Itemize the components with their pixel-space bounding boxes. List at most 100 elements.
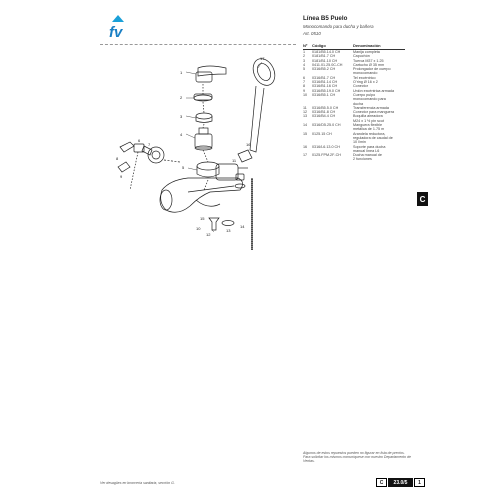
row-code: 0316/B5.2 CH xyxy=(312,67,336,72)
fv-logo: fv xyxy=(109,15,124,40)
row-name: Arandela reductora, reguladora de caudal… xyxy=(353,131,393,145)
col-number: Nº xyxy=(303,43,308,48)
page-number-box: C 23.0/5 1 xyxy=(376,478,425,487)
row-name: Tel excéntrico xyxy=(353,75,376,80)
row-number: 3 xyxy=(303,58,306,63)
row-name: Boquilla aireadora M24 x 1 ½ pin scut xyxy=(353,114,384,123)
row-code: 0181/B1.10 CH xyxy=(312,58,338,63)
table-row: 17 0125.FPM.2F-CH Ducha manual de 2 funcio… xyxy=(303,153,405,162)
page-subtitle: Monocomando para ducha y bañera xyxy=(303,24,374,29)
row-number: 10 xyxy=(303,92,308,97)
row-code: 0316/B5.1 CH xyxy=(312,92,336,97)
table-row: 3 0181/B1.10 CH Tuerca M37 x 1.25 xyxy=(303,59,405,63)
row-code: 0316/B1.16 CH xyxy=(312,84,338,89)
part-hose-connector xyxy=(208,217,220,231)
callout-2: 2 xyxy=(180,95,183,100)
row-number: 5 xyxy=(303,67,306,72)
page-title: Línea B5 Puelo xyxy=(303,15,348,22)
row-code: 0316/B5.5.0 CH xyxy=(312,105,339,110)
row-number: 14 xyxy=(303,123,308,128)
row-name: Transferencia armada xyxy=(353,105,389,110)
row-name: Prolongador de cuerpo monocomando xyxy=(353,67,391,76)
row-name: O’ring Ø 16 x 2 xyxy=(353,80,378,85)
callout-8: 8 xyxy=(116,156,119,161)
col-name: Denominación xyxy=(353,43,381,48)
part-diverter xyxy=(215,163,248,181)
row-name: Manguera flexible metálica de 1.75 m xyxy=(353,123,385,132)
row-code: 0316/B4.4 CH xyxy=(312,114,336,119)
part-holder xyxy=(234,149,253,189)
row-number: 6 xyxy=(303,75,306,80)
callout-7: 7 xyxy=(148,142,151,147)
callout-5: 5 xyxy=(182,165,185,170)
page-letter: C xyxy=(376,478,387,487)
col-code: Código xyxy=(312,43,326,48)
availability-note: Algunos de estos repuestos pueden no fig… xyxy=(303,451,411,464)
row-number: 9 xyxy=(303,88,306,93)
part-aerator xyxy=(221,220,235,226)
row-name: Cartucho Ø 35 mm xyxy=(353,62,385,67)
row-number: 7 xyxy=(303,80,306,85)
row-name: Unión excéntrica armada xyxy=(353,88,394,93)
table-row: 13 0316/B4.4 CH Boquilla aireadora M24 x 1… xyxy=(303,114,405,123)
table-body: 1 0181/B5.14.0 CH Manija completa 2 0181/B1.… xyxy=(303,50,405,162)
callout-9: 9 xyxy=(120,174,123,179)
row-name: Soporte para ducha manual línea L6 xyxy=(353,144,386,153)
part-body xyxy=(159,177,243,213)
drawing-frame xyxy=(100,44,296,429)
callout-10: 10 xyxy=(196,226,201,231)
section-tab: C xyxy=(417,192,428,206)
row-code: 0316/B1.7 CH xyxy=(312,75,336,80)
row-code: 0316/B1.8 CH xyxy=(312,110,336,115)
row-number: 8 xyxy=(303,84,306,89)
table-header: Nº Código Denominación xyxy=(303,43,405,50)
row-number: 4 xyxy=(303,62,306,67)
callout-16: 16 xyxy=(246,142,251,147)
row-number: 1 xyxy=(303,50,306,54)
row-number: 12 xyxy=(303,110,308,115)
row-code: 0316/L6.13.0 CH xyxy=(312,144,340,149)
callout-4: 4 xyxy=(180,132,183,137)
row-code: 0316/D5.25.0 CH xyxy=(312,123,341,128)
article-number: Art. 0510 xyxy=(303,31,321,36)
part-nut xyxy=(195,112,213,120)
row-number: 15 xyxy=(303,131,308,136)
row-code: 0181/B5.14.0 CH xyxy=(312,50,341,54)
table-row: 5 0316/B5.2 CH Prolongador de cuerpo monoc… xyxy=(303,67,405,76)
table-row: 4 0411.01.25.0C-CH Cartucho Ø 35 mm xyxy=(303,63,405,67)
page-number: 23.0/5 xyxy=(388,478,413,487)
row-name: Conector para manguera xyxy=(353,110,394,115)
callout-3: 3 xyxy=(180,114,183,119)
callout-13: 13 xyxy=(226,228,231,233)
row-name: Tuerca M37 x 1.25 xyxy=(353,58,384,63)
table-row: 15 0125.15 CH Arandela reductora, regulado… xyxy=(303,132,405,145)
row-name: Conector xyxy=(353,84,368,89)
callout-12: 12 xyxy=(206,232,211,237)
table-row: 14 0316/D5.25.0 CH Manguera flexible metál… xyxy=(303,123,405,132)
table-row: 10 0316/B5.1 CH Cuerpo pulpo monocomando p… xyxy=(303,93,405,106)
row-code: 0181/B1.7 CH xyxy=(312,54,336,59)
row-number: 2 xyxy=(303,54,306,59)
table-row: 8 0316/B1.16 CH Conector xyxy=(303,84,405,88)
row-number: 16 xyxy=(303,144,308,149)
row-name: Manija completa xyxy=(353,50,380,54)
callout-1: 1 xyxy=(180,70,183,75)
part-hand-shower xyxy=(249,58,276,153)
callout-17: 17 xyxy=(260,56,265,61)
part-eccentric-union xyxy=(117,141,181,173)
row-code: 0316/B5.19.0 CH xyxy=(312,88,341,93)
row-name: Ducha manual de 2 funciones xyxy=(353,153,382,162)
row-name: Capuchón xyxy=(353,54,370,59)
exploded-view-drawing: 1 2 3 4 5 6 7 8 9 10 11 12 13 14 15 16 1… xyxy=(116,56,276,250)
row-number: 13 xyxy=(303,114,308,119)
row-code: 0125.15 CH xyxy=(312,131,332,136)
part-handle xyxy=(195,65,227,83)
row-code: 0125.FPM.2F-CH xyxy=(312,153,341,158)
table-row: 9 0316/B5.19.0 CH Unión excéntrica armada xyxy=(303,89,405,93)
row-number: 17 xyxy=(303,153,308,158)
row-code: 0411.01.25.0C-CH xyxy=(312,62,343,67)
table-row: 1 0181/B5.14.0 CH Manija completa xyxy=(303,50,405,54)
row-name: Cuerpo pulpo monocomando para ducha xyxy=(353,92,386,106)
callout-15: 15 xyxy=(200,216,205,221)
